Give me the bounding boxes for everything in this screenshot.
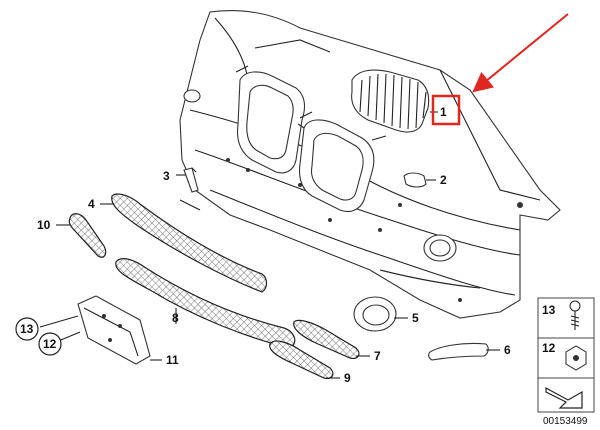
kidney-grille-part-1[interactable] xyxy=(351,69,430,133)
nut-icon xyxy=(565,345,587,371)
legend-panel: 13 12 00153499 xyxy=(537,297,595,427)
callout-1-highlight[interactable]: 1 xyxy=(431,94,461,126)
lower-mesh-grille-part-8[interactable] xyxy=(115,258,296,349)
callout-13: 13 xyxy=(20,322,34,336)
red-arrow xyxy=(472,13,569,93)
callout-6: 6 xyxy=(504,343,511,357)
callout-5: 5 xyxy=(412,311,419,325)
grille-carrier xyxy=(235,65,387,213)
callout-4: 4 xyxy=(88,197,95,211)
callout-9: 9 xyxy=(344,371,351,385)
diagram-id: 00153499 xyxy=(543,416,588,427)
callout-8: 8 xyxy=(172,311,179,325)
bracket-part-3[interactable] xyxy=(183,167,199,193)
callout-1: 1 xyxy=(440,105,447,119)
legend-number-12: 12 xyxy=(542,341,556,355)
legend-number-13: 13 xyxy=(542,303,556,317)
callout-11: 11 xyxy=(166,353,179,367)
callout-7: 7 xyxy=(374,349,381,363)
fog-ring-part-5[interactable] xyxy=(353,296,397,332)
callout-12: 12 xyxy=(43,337,57,351)
callout-2: 2 xyxy=(440,173,447,187)
direction-arrow-icon xyxy=(545,386,583,409)
license-plate-holder-part-11[interactable] xyxy=(77,295,151,365)
lower-grille-part-9[interactable] xyxy=(269,340,334,379)
screw-icon xyxy=(569,300,581,330)
callout-12-circle: 12 xyxy=(38,332,62,356)
side-grille-left-part-10[interactable] xyxy=(68,213,107,258)
washer-cover-part-2[interactable] xyxy=(403,172,427,188)
callout-3: 3 xyxy=(163,169,170,183)
callout-10: 10 xyxy=(37,218,51,232)
upper-mesh-grille-part-4[interactable] xyxy=(111,193,268,293)
reflector-strip-part-6[interactable] xyxy=(428,342,489,361)
leader-lines xyxy=(39,111,500,379)
callout-13-circle: 13 xyxy=(15,317,39,341)
